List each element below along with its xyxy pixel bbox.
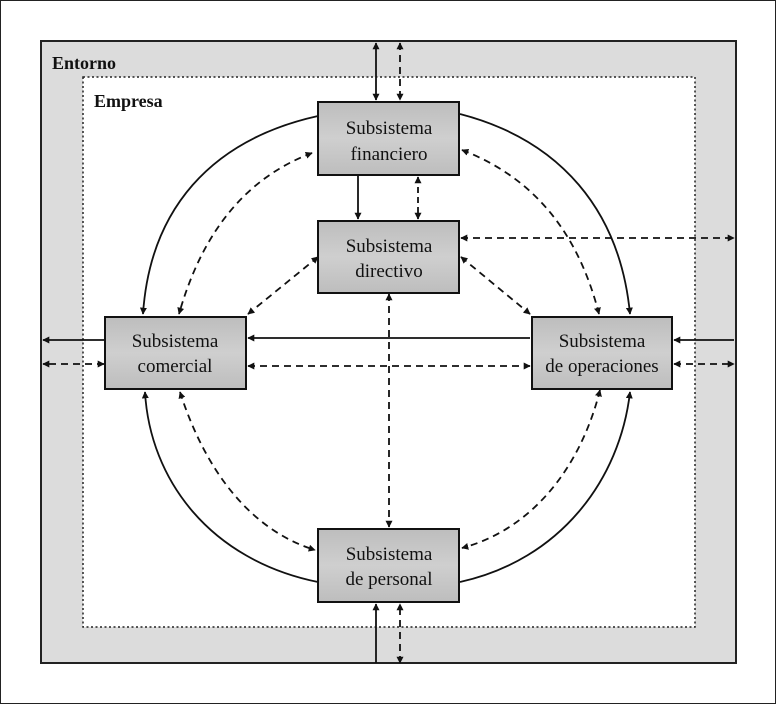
arrow-directivo-operaciones-dashed — [460, 256, 531, 315]
box-financiero: Subsistema financiero — [317, 101, 460, 176]
arrow-directivo-comercial-dashed — [247, 256, 319, 315]
entorno-label: Entorno — [52, 53, 116, 73]
box-personal: Subsistema de personal — [317, 528, 460, 603]
comercial-line2: comercial — [138, 356, 213, 377]
comercial-line1: Subsistema — [132, 331, 219, 352]
box-comercial: Subsistema comercial — [104, 316, 247, 390]
empresa-label: Empresa — [94, 91, 163, 111]
box-operaciones: Subsistema de operaciones — [531, 316, 673, 390]
dashed-arc-comercial-personal — [178, 391, 316, 552]
box-directivo: Subsistema directivo — [317, 220, 460, 294]
financiero-line2: financiero — [350, 144, 427, 165]
directivo-line2: directivo — [355, 261, 423, 282]
dashed-arc-financiero-operaciones — [461, 148, 601, 315]
operaciones-line2: de operaciones — [545, 356, 658, 377]
operaciones-line1: Subsistema — [559, 331, 646, 352]
dashed-arc-financiero-comercial — [177, 151, 313, 315]
financiero-line1: Subsistema — [346, 118, 433, 139]
personal-line2: de personal — [345, 569, 432, 590]
directivo-line1: Subsistema — [346, 236, 433, 257]
personal-line1: Subsistema — [346, 544, 433, 565]
dashed-arc-operaciones-personal — [461, 389, 602, 550]
